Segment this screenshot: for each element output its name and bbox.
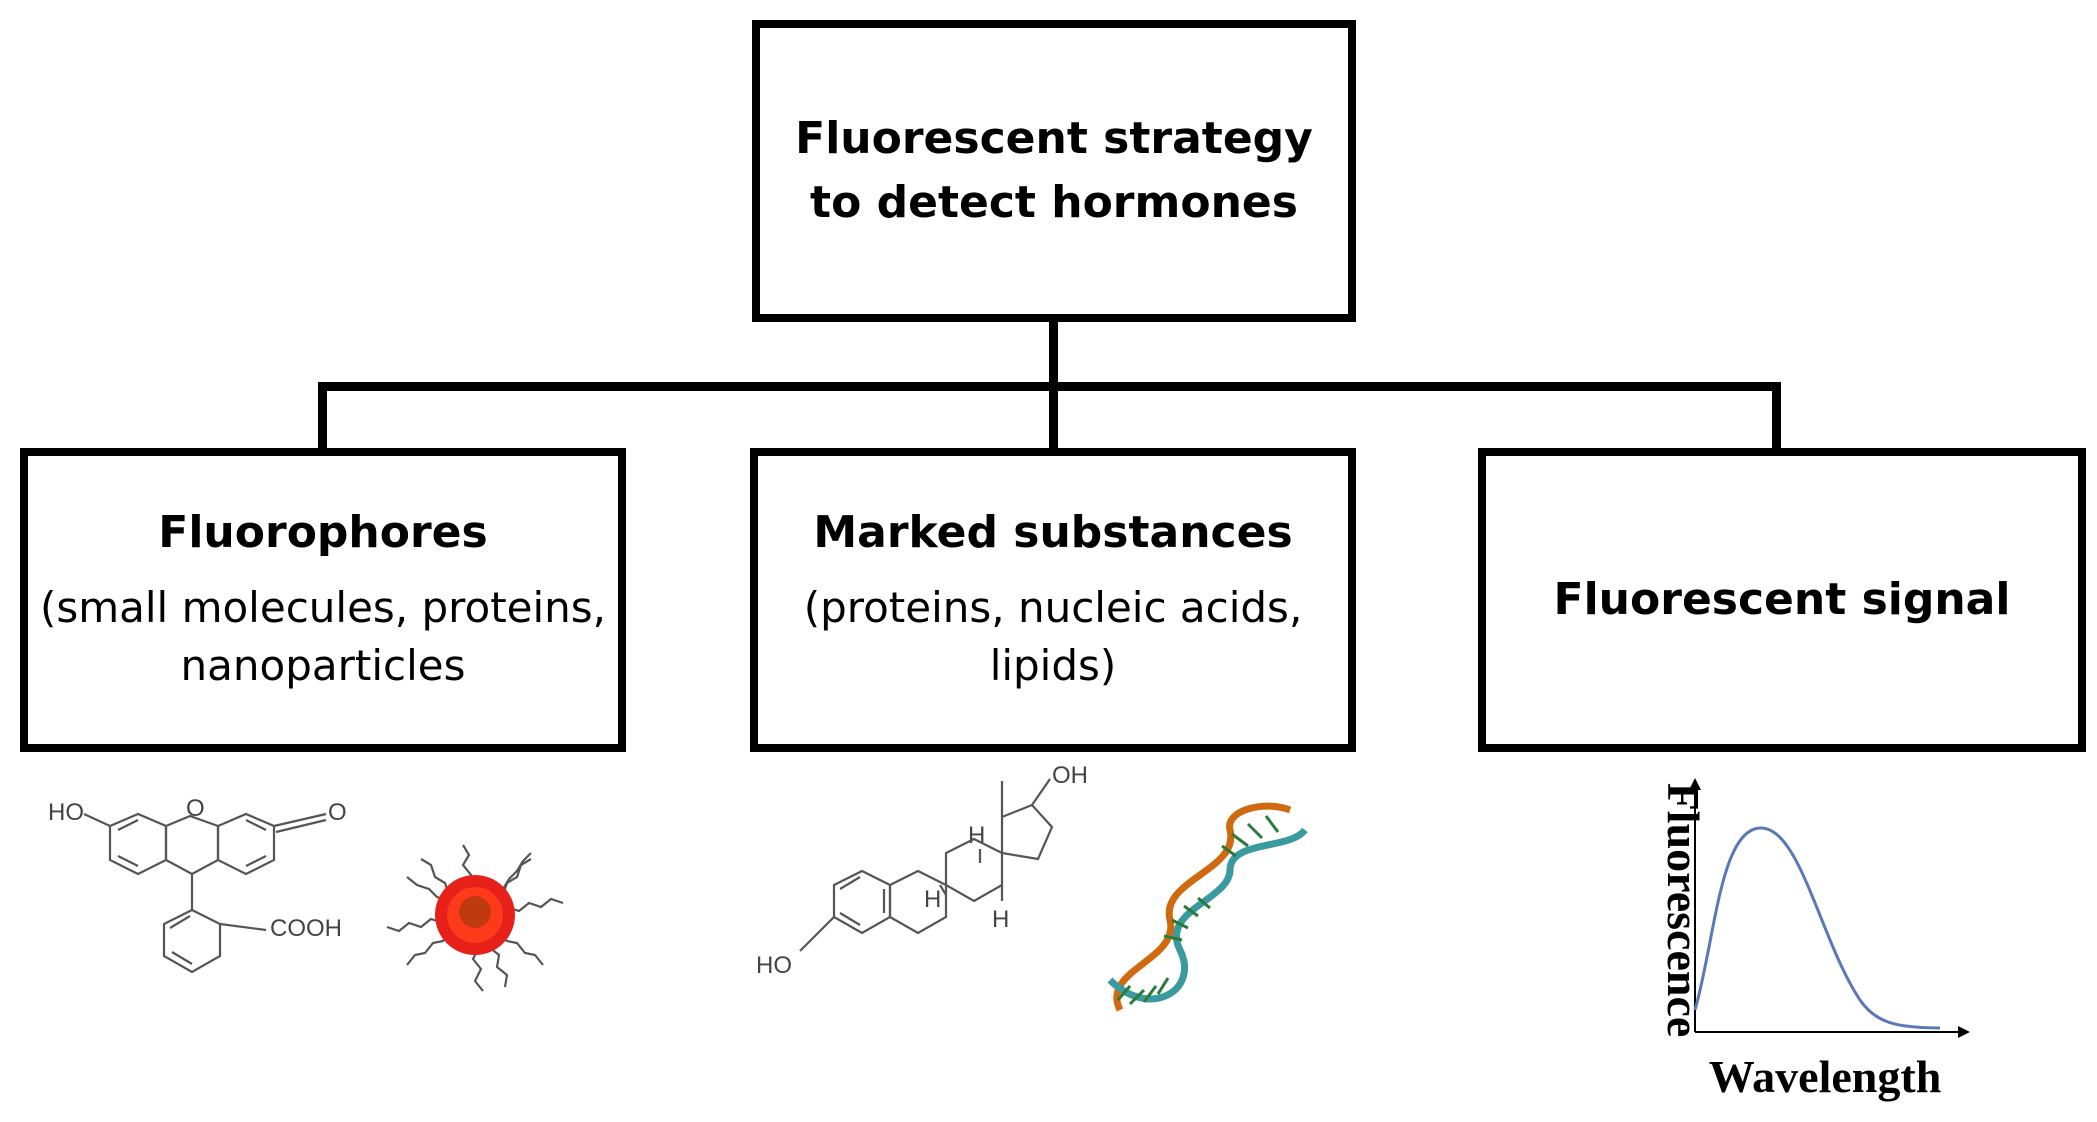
spectrum-y-label: Fluorescence — [1658, 783, 1709, 1038]
fluorescein-cooh-label: COOH — [270, 915, 342, 942]
fluorescence-spectrum-chart: Wavelength Fluorescence — [1658, 778, 1970, 1102]
fluorescein-structure-image: HO O O COOH — [48, 795, 347, 974]
connector-right-drop — [1772, 382, 1781, 450]
fluorescent-signal-title: Fluorescent signal — [1553, 574, 2011, 625]
estradiol-structure-image: OH HO H H H — [756, 762, 1088, 979]
nanoparticle-center — [459, 896, 491, 928]
marked-substances-subtitle: (proteins, nucleic acids, lipids) — [803, 583, 1303, 690]
spectrum-y-arrow-icon — [1689, 778, 1701, 790]
fluorophores-title: Fluorophores — [158, 507, 488, 558]
spectrum-x-label: Wavelength — [1709, 1051, 1942, 1102]
estradiol-h-label-1: H — [968, 822, 985, 849]
connector-root-stem — [1049, 320, 1058, 388]
estradiol-h-label-2: H — [924, 886, 941, 913]
nanoparticle-image — [386, 844, 564, 992]
fluorescein-ho-label: HO — [48, 799, 84, 826]
dna-helix-image — [1107, 802, 1308, 1012]
connector-left-drop — [318, 382, 327, 450]
fluorophores-node: Fluorophores (small molecules, proteins,… — [20, 448, 626, 752]
estradiol-h-label-3: H — [992, 906, 1009, 933]
dna-base-pairs — [1116, 815, 1280, 1006]
spectrum-x-arrow-icon — [1958, 1026, 1970, 1038]
fluorescent-signal-node: Fluorescent signal — [1478, 448, 2086, 752]
fluorescein-ketone-oxygen-label: O — [328, 799, 347, 826]
estradiol-ho-label: HO — [756, 952, 792, 979]
spectrum-curve — [1693, 826, 1941, 1030]
estradiol-oh-label: OH — [1052, 762, 1088, 789]
root-node: Fluorescent strategy to detect hormones — [752, 20, 1356, 322]
marked-substances-title: Marked substances — [813, 507, 1293, 558]
fluorophores-subtitle: (small molecules, proteins, nanoparticle… — [39, 583, 607, 690]
root-title: Fluorescent strategy to detect hormones — [795, 113, 1313, 228]
connector-middle-drop — [1049, 382, 1058, 450]
marked-substances-node: Marked substances (proteins, nucleic aci… — [750, 448, 1356, 752]
